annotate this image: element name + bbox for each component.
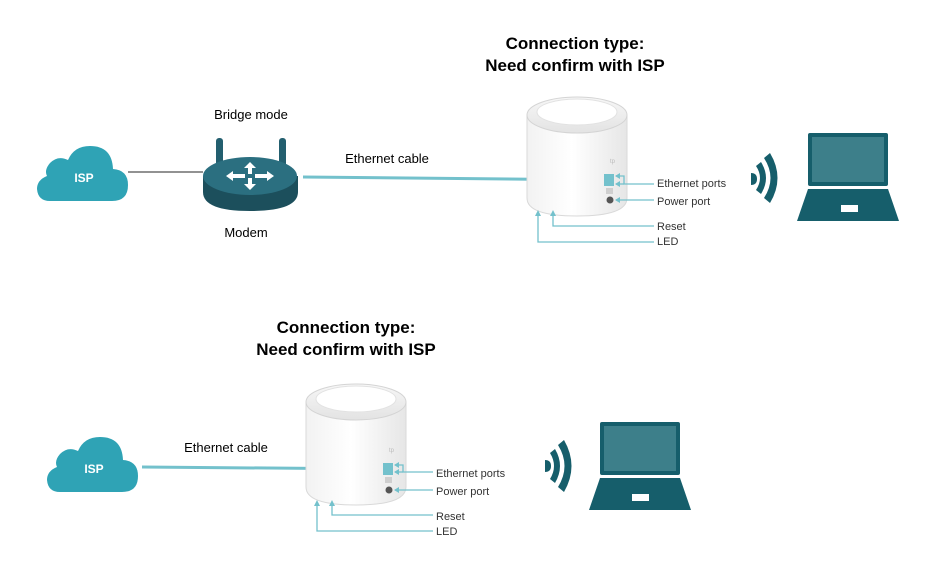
router-icon: tp xyxy=(305,383,407,506)
callout-ethernet-ports: Ethernet ports xyxy=(657,178,727,190)
isp-label: ISP xyxy=(84,462,103,476)
modem-icon xyxy=(203,138,298,211)
modem-mode-label: Bridge mode xyxy=(214,107,288,122)
modem-label: Modem xyxy=(224,225,267,240)
router-icon: tp xyxy=(526,96,628,217)
laptop-icon xyxy=(797,133,899,221)
callout-led: LED xyxy=(436,526,457,538)
diagram-bridge-mode: Connection type: Need confirm with ISP I… xyxy=(37,34,899,248)
cable-label: Ethernet cable xyxy=(345,151,429,166)
callout-power-port: Power port xyxy=(436,486,489,498)
wifi-signal-icon xyxy=(751,153,778,203)
diagram-direct: Connection type: Need confirm with ISP I… xyxy=(47,318,691,538)
callout-reset: Reset xyxy=(436,511,465,523)
router-callout-arrows xyxy=(535,173,620,216)
title-line-2: Need confirm with ISP xyxy=(485,56,664,75)
router-brand-mark: tp xyxy=(389,448,395,454)
cloud-icon: ISP xyxy=(37,146,128,201)
cloud-icon: ISP xyxy=(47,437,138,492)
callout-power-port: Power port xyxy=(657,196,710,208)
title-line-2: Need confirm with ISP xyxy=(256,340,435,359)
title-line-1: Connection type: xyxy=(506,34,645,53)
title-line-1: Connection type: xyxy=(277,318,416,337)
router-callout-arrows xyxy=(314,462,399,506)
callout-led: LED xyxy=(657,236,678,248)
isp-label: ISP xyxy=(74,171,93,185)
callout-ethernet-ports: Ethernet ports xyxy=(436,468,506,480)
callout-reset: Reset xyxy=(657,221,686,233)
cable-label: Ethernet cable xyxy=(184,440,268,455)
router-brand-mark: tp xyxy=(610,159,616,165)
laptop-icon xyxy=(589,422,691,510)
wifi-signal-icon xyxy=(545,440,572,492)
